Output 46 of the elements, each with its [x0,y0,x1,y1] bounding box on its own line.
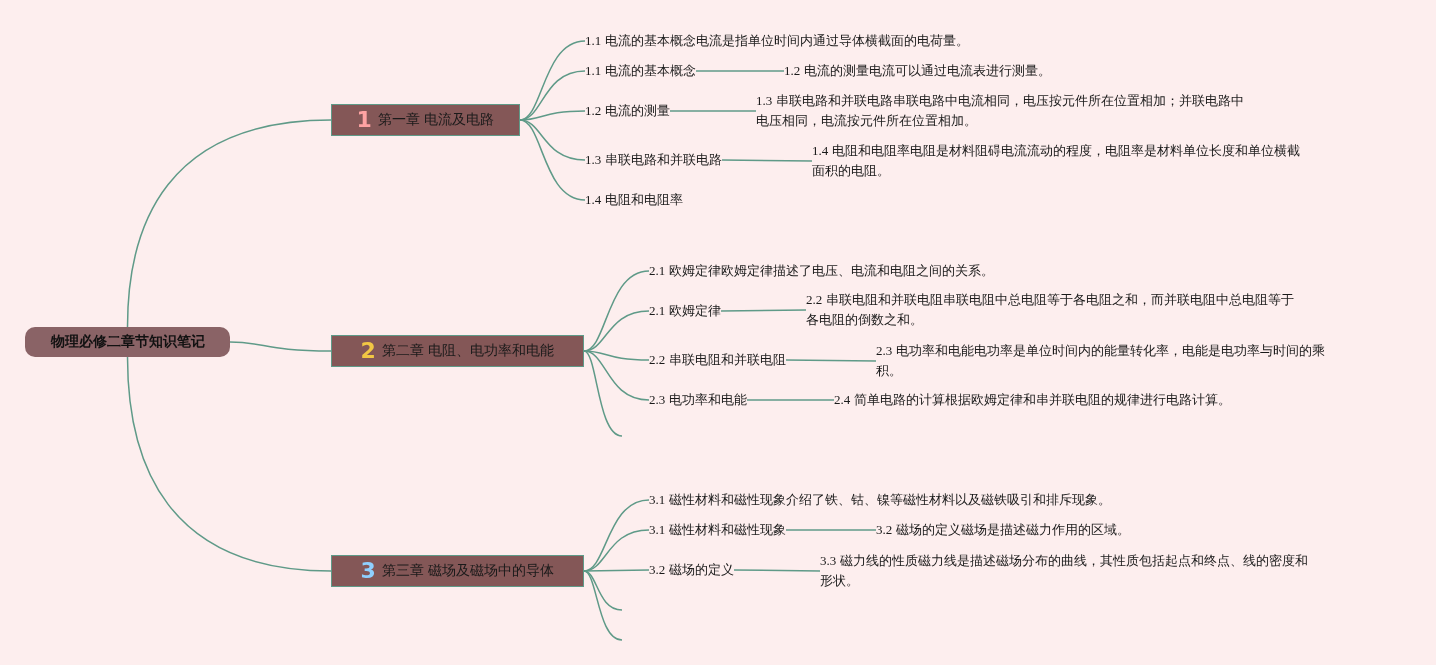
connector-line [583,570,623,611]
topic-text: 3.2 磁场的定义磁场是描述磁力作用的区域。 [876,520,1130,540]
connector-line [669,110,757,112]
topic-text: 3.3 磁力线的性质磁力线是描述磁场分布的曲线，其性质包括起点和终点、线的密度和形状。 [820,551,1320,591]
connector-line [583,570,623,641]
connector-line [733,569,821,572]
connector-line [126,119,332,328]
chapter-box [331,104,520,136]
chapter-number: 2 [360,340,376,362]
topic-text: 2.1 欧姆定律 [649,301,721,321]
topic-text: 1.1 电流的基本概念电流是指单位时间内通过导体横截面的电荷量。 [585,31,969,51]
chapter-number: 3 [360,560,376,582]
topic-text: 3.2 磁场的定义 [649,560,734,580]
connector-line [126,356,332,572]
topic-text: 3.1 磁性材料和磁性现象介绍了铁、钴、镍等磁性材料以及磁铁吸引和排斥现象。 [649,490,1111,510]
chapter-title: 第二章 电阻、电功率和电能 [381,342,555,360]
topic-text: 1.3 串联电路和并联电路串联电路中电流相同，电压按元件所在位置相加；并联电路中电压相同，电流按元件所在位置相加。 [756,91,1256,131]
topic-text: 1.4 电阻和电阻率电阻是材料阻碍电流流动的程度，电阻率是材料单位长度和单位横截面积的电阻。 [812,141,1312,181]
connector-line [229,341,332,352]
topic-text: 3.1 磁性材料和磁性现象 [649,520,786,540]
connector-line [519,119,586,201]
chapter-box [331,335,584,367]
chapter-box [331,555,584,587]
topic-title: 物理必修二章节知识笔记 [50,333,205,351]
connector-line [583,350,623,437]
chapter-number: 1 [356,109,372,131]
topic-text: 1.4 电阻和电阻率 [585,190,683,210]
chapter-title: 第一章 电流及电路 [377,111,495,129]
connector-line [785,359,877,362]
connector-line [695,70,785,72]
topic-text: 2.3 电功率和电能 [649,390,747,410]
topic-text: 1.1 电流的基本概念 [585,61,696,81]
root-topic [25,327,230,357]
topic-text: 1.2 电流的测量电流可以通过电流表进行测量。 [784,61,1051,81]
topic-text: 2.4 简单电路的计算根据欧姆定律和串并联电阻的规律进行电路计算。 [834,390,1231,410]
topic-text: 2.1 欧姆定律欧姆定律描述了电压、电流和电阻之间的关系。 [649,261,994,281]
connector-line [721,159,813,162]
connector-line [746,399,835,401]
chapter-title: 第三章 磁场及磁场中的导体 [381,562,555,580]
topic-text: 1.3 串联电路和并联电路 [585,150,722,170]
connector-line [720,309,807,312]
topic-text: 2.2 串联电阻和并联电阻 [649,350,786,370]
topic-text: 1.2 电流的测量 [585,101,670,121]
topic-text: 2.3 电功率和电能电功率是单位时间内的能量转化率，电能是电功率与时间的乘积。 [876,341,1346,381]
connector-line [785,529,877,531]
topic-text: 2.2 串联电阻和并联电阻串联电阻中总电阻等于各电阻之和，而并联电阻中总电阻等于各电阻的倒数之和。 [806,290,1306,330]
